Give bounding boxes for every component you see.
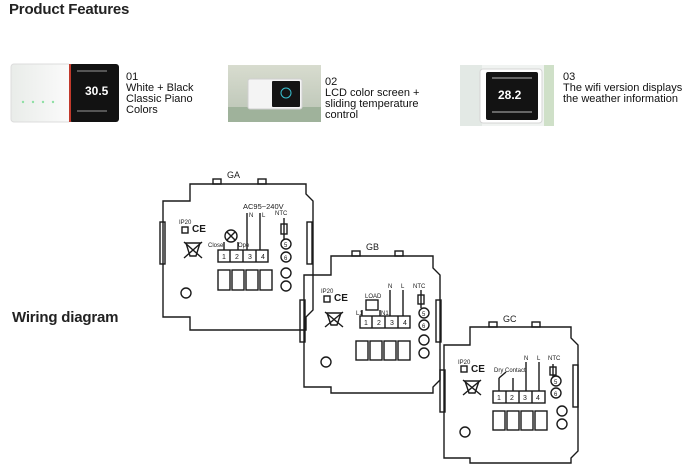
gc-terminal-4: 4 — [536, 395, 540, 402]
ga-terminal-2: 2 — [235, 254, 239, 261]
gc-ce: CE — [471, 364, 485, 375]
ga-label: GA — [227, 170, 240, 180]
product-features-heading: Product Features — [9, 1, 130, 18]
ga-open: Ope — [238, 243, 250, 249]
gc-terminal-1: 1 — [497, 395, 501, 402]
gb-l: L — [401, 284, 405, 290]
gb-ntc: NTC — [413, 284, 426, 290]
ga-l: L — [262, 213, 266, 219]
ga-ce: CE — [192, 224, 206, 235]
gc-terminal-3: 3 — [523, 395, 527, 402]
ga-terminal-1: 1 — [222, 254, 226, 261]
gb-n1: N1 — [381, 311, 389, 317]
ga-terminal-5: 5 — [284, 243, 288, 249]
gb-terminal-2: 2 — [377, 320, 381, 327]
feature-line: Classic Piano — [126, 93, 193, 105]
feature-line: control — [325, 109, 359, 121]
diagram-gb — [299, 250, 442, 394]
gb-ce: CE — [334, 293, 348, 304]
gb-load: LOAD — [365, 294, 382, 300]
ga-ntc: NTC — [275, 211, 288, 217]
gb-terminal-3: 3 — [390, 320, 394, 327]
feature-line: The wifi version displays — [563, 82, 683, 94]
ga-terminal-4: 4 — [261, 254, 265, 261]
feature-line: the weather information — [563, 93, 678, 105]
gc-ntc: NTC — [548, 356, 561, 362]
feature-line: White + Black — [126, 82, 194, 94]
display-temp-1: 30.5 — [85, 84, 109, 98]
feature-number: 03 — [563, 71, 576, 83]
ga-n: N — [249, 213, 253, 219]
product-image-lcd-screen — [228, 65, 321, 122]
product-image-white-black: 30.5 — [9, 62, 122, 125]
gc-terminal-5: 5 — [554, 380, 558, 386]
feature-number: 02 — [325, 76, 338, 88]
feature-line: sliding temperature — [325, 98, 419, 110]
ga-close: Close — [208, 243, 224, 249]
ga-ip: IP20 — [179, 220, 192, 226]
feature-03: 03 The wifi version displays the weather… — [563, 72, 682, 105]
feature-line: Colors — [126, 104, 158, 116]
ga-ac: AC95~240V — [243, 202, 284, 211]
ga-terminal-3: 3 — [248, 254, 252, 261]
gc-terminal-6: 6 — [554, 392, 558, 398]
gc-l: L — [537, 356, 541, 362]
gb-terminal-4: 4 — [403, 320, 407, 327]
diagram-ga — [159, 178, 314, 331]
ga-terminal-6: 6 — [284, 256, 288, 262]
diagram-gc — [439, 321, 579, 464]
gc-terminal-2: 2 — [510, 395, 514, 402]
display-temp-2: 28.2 — [498, 88, 522, 102]
gc-ip: IP20 — [458, 360, 471, 366]
gb-label: GB — [366, 242, 379, 252]
gb-ip: IP20 — [321, 289, 334, 295]
feature-number: 01 — [126, 71, 139, 83]
gb-terminal-1: 1 — [364, 320, 368, 327]
gb-n: N — [388, 284, 392, 290]
feature-02: 02 LCD color screen + sliding temperatur… — [325, 77, 419, 121]
feature-line: LCD color screen + — [325, 87, 420, 99]
gb-l1: L1 — [356, 311, 363, 317]
gc-n: N — [524, 356, 528, 362]
gb-terminal-5: 5 — [422, 312, 426, 318]
product-image-wifi-version: 28.2 — [460, 65, 554, 126]
gc-label: GC — [503, 314, 517, 324]
wiring-diagram-heading: Wiring diagram — [12, 309, 119, 326]
gc-dry-contact: Dry Contact — [494, 368, 526, 374]
feature-01: 01 White + Black Classic Piano Colors — [126, 72, 194, 116]
gb-terminal-6: 6 — [422, 324, 426, 330]
